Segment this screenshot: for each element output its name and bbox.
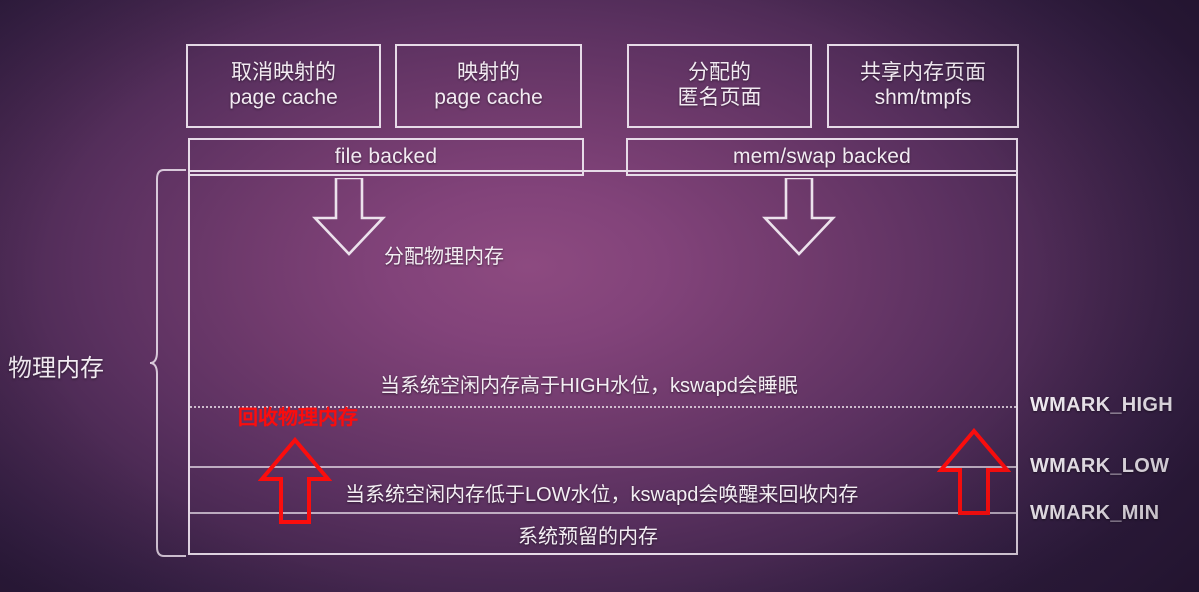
- label-physical-memory: 物理内存: [8, 355, 104, 382]
- reclaim-up-arrow-icon: [258, 437, 332, 524]
- source-box-shared-memory-pages: 共享内存页面 shm/tmpfs: [827, 44, 1019, 128]
- source-box-line2: page cache: [434, 86, 543, 109]
- band-mem-swap-backed: mem/swap backed: [626, 138, 1018, 176]
- label-reclaim-physical-memory: 回收物理内存: [238, 407, 358, 429]
- note-reserved-memory: 系统预留的内存: [518, 526, 658, 548]
- note-high-watermark: 当系统空闲内存高于HIGH水位，kswapd会睡眠: [380, 375, 798, 397]
- watermark-line-min: [190, 512, 1016, 514]
- watermark-line-high: [190, 406, 1016, 408]
- physical-memory-brace-icon: [150, 169, 186, 557]
- allocate-down-arrow-icon: [761, 178, 837, 256]
- watermark-label-high: WMARK_HIGH: [1030, 394, 1173, 416]
- source-box-line2: 匿名页面: [677, 86, 762, 109]
- watermark-label-low: WMARK_LOW: [1030, 455, 1170, 477]
- band-file-backed: file backed: [188, 138, 584, 176]
- watermark-line-low: [190, 466, 1016, 468]
- source-box-line1: 取消映射的: [231, 61, 336, 85]
- source-box-line2: page cache: [229, 86, 338, 109]
- source-box-line1: 映射的: [457, 61, 520, 85]
- band-mem-swap-backed-label: mem/swap backed: [732, 144, 912, 168]
- label-allocate-physical-memory: 分配物理内存: [384, 246, 504, 268]
- source-box-anonymous-pages: 分配的 匿名页面: [627, 44, 812, 128]
- reclaim-up-arrow-icon: [937, 428, 1011, 515]
- source-box-line2: shm/tmpfs: [874, 86, 972, 109]
- source-box-line1: 共享内存页面: [860, 61, 986, 85]
- allocate-down-arrow-icon: [311, 178, 387, 256]
- source-box-mapped-page-cache: 映射的 page cache: [395, 44, 582, 128]
- source-box-line1: 分配的: [688, 61, 751, 85]
- physical-memory-box: [188, 170, 1018, 555]
- band-file-backed-label: file backed: [334, 144, 438, 168]
- source-box-unmapped-page-cache: 取消映射的 page cache: [186, 44, 381, 128]
- watermark-label-min: WMARK_MIN: [1030, 502, 1160, 524]
- note-low-watermark: 当系统空闲内存低于LOW水位，kswapd会唤醒来回收内存: [345, 484, 859, 506]
